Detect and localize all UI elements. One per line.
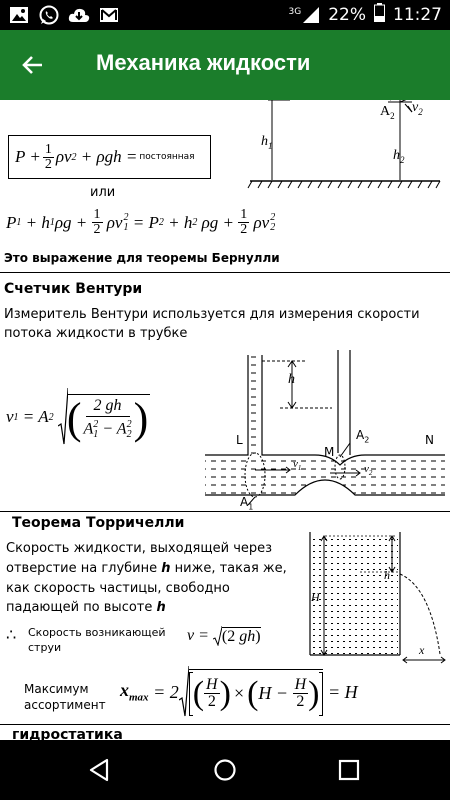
torricelli-text-line2: отверстие на глубине h ниже, такая же, bbox=[6, 561, 287, 576]
nav-home-button[interactable] bbox=[209, 754, 241, 786]
section-divider bbox=[0, 724, 450, 725]
app-bar: Механика жидкости bbox=[0, 30, 450, 100]
hydrostatics-title: гидростатика bbox=[12, 727, 123, 740]
venturi-label-a2: A2 bbox=[356, 428, 370, 445]
velocity-label-line1: Скорость возникающей bbox=[28, 626, 166, 639]
battery-percent: 22% bbox=[328, 5, 366, 25]
venturi-label-m: M bbox=[324, 445, 335, 459]
whatsapp-icon bbox=[38, 5, 60, 25]
venturi-label-v2: v2 bbox=[364, 463, 373, 478]
therefore-symbol: ∴ bbox=[6, 625, 17, 644]
gmail-icon bbox=[98, 5, 120, 25]
clock: 11:27 bbox=[393, 5, 442, 25]
torricelli-label-h: h bbox=[384, 568, 390, 582]
back-arrow-icon bbox=[22, 56, 42, 74]
velocity-formula: v = (2 gh) bbox=[187, 626, 261, 646]
venturi-description-line1: Измеритель Вентури используется для изме… bbox=[4, 307, 420, 322]
battery-icon bbox=[374, 3, 385, 27]
signal-icon: 3G bbox=[289, 6, 321, 24]
bernoulli-diagram bbox=[247, 100, 441, 189]
venturi-label-h: h bbox=[288, 372, 295, 387]
status-bar: 3G 22% 11:27 bbox=[0, 0, 450, 30]
diagram-label-h1: h1 bbox=[261, 134, 273, 151]
venturi-label-a1: A1 bbox=[240, 495, 254, 512]
torricelli-text-line4: падающей по высоте h bbox=[6, 600, 166, 615]
torricelli-label-x: x bbox=[419, 643, 425, 657]
venturi-label-l: L bbox=[236, 433, 243, 447]
page-title: Механика жидкости bbox=[96, 50, 311, 75]
venturi-label-v1: v1 bbox=[293, 458, 302, 473]
section-divider bbox=[0, 272, 450, 273]
network-type: 3G bbox=[288, 7, 302, 17]
constant-word: постоянная bbox=[139, 152, 195, 162]
status-right: 3G 22% 11:27 bbox=[289, 0, 442, 30]
diagram-label-v2: v2 bbox=[412, 100, 423, 117]
image-icon bbox=[8, 5, 30, 25]
torricelli-text-line1: Скорость жидкости, выходящей через bbox=[6, 541, 273, 556]
bernoulli-caption: Это выражение для теоремы Бернулли bbox=[4, 251, 280, 265]
back-button[interactable] bbox=[18, 50, 48, 80]
navigation-bar bbox=[0, 740, 450, 800]
venturi-label-n: N bbox=[425, 433, 434, 447]
range-arrow bbox=[303, 656, 448, 664]
torricelli-diagram bbox=[309, 532, 441, 656]
torricelli-title: Теорема Торричелли bbox=[12, 515, 185, 531]
notification-icons bbox=[8, 5, 120, 25]
or-word: или bbox=[90, 185, 116, 200]
nav-recents-button[interactable] bbox=[333, 754, 365, 786]
max-label-line2: ассортимент bbox=[24, 698, 106, 712]
diagram-label-h2: h2 bbox=[393, 148, 405, 165]
velocity-label-line2: струи bbox=[28, 641, 62, 654]
diagram-label-a2: A2 bbox=[380, 104, 395, 121]
max-label-line1: Максимум bbox=[24, 682, 89, 696]
venturi-diagram bbox=[205, 350, 445, 506]
venturi-title: Счетчик Вентури bbox=[4, 281, 143, 297]
section-divider bbox=[0, 511, 450, 512]
torricelli-label-H: H bbox=[311, 590, 320, 604]
venturi-description-line2: потока жидкости в трубке bbox=[4, 326, 188, 341]
nav-back-button[interactable] bbox=[83, 754, 115, 786]
nav-recents-icon bbox=[338, 759, 360, 781]
cloud-download-icon bbox=[68, 5, 90, 25]
nav-back-icon bbox=[89, 758, 109, 782]
nav-home-icon bbox=[214, 759, 236, 781]
torricelli-text-line3: как скорость частицы, свободно bbox=[6, 581, 230, 596]
